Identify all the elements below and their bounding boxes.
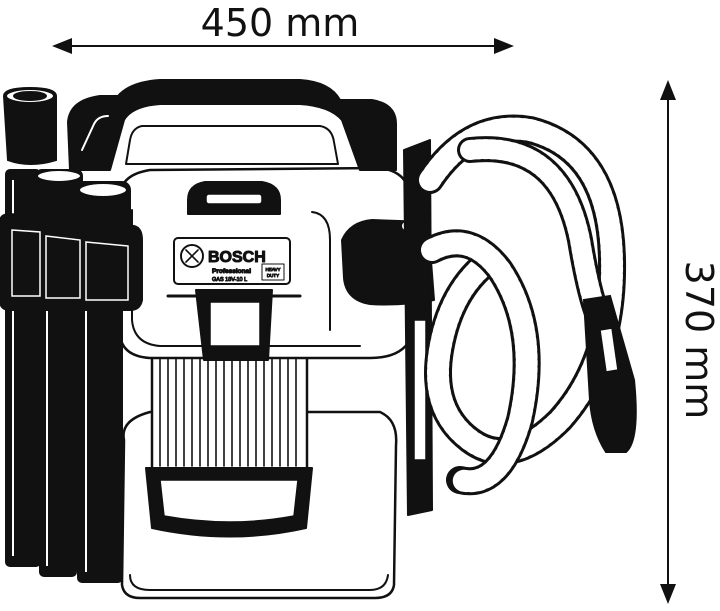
hose-handle [582, 294, 637, 453]
hose-coil [416, 114, 627, 496]
brand-label-plate: BOSCH Professional GAS 18V-10 L HEAVY DU… [173, 237, 291, 285]
width-label: 450 mm [201, 1, 360, 45]
model-name: GAS 18V-10 L [212, 277, 247, 283]
height-arrow-bottom [660, 584, 676, 604]
width-dimension: 450 mm [52, 1, 514, 54]
brand-line: Professional [212, 268, 251, 275]
width-arrow-left [52, 38, 72, 54]
badge-duty: DUTY [267, 273, 279, 278]
height-arrow-top [660, 80, 676, 100]
carry-handle [67, 79, 397, 171]
height-label: 370 mm [677, 261, 720, 420]
height-dimension: 370 mm [660, 80, 720, 604]
badge-heavy: HEAVY [266, 267, 281, 272]
vacuum-body: BOSCH Professional GAS 18V-10 L HEAVY DU… [67, 79, 435, 600]
width-arrow-right [494, 38, 514, 54]
brand-name: BOSCH [208, 249, 266, 266]
extension-tubes [0, 86, 143, 583]
